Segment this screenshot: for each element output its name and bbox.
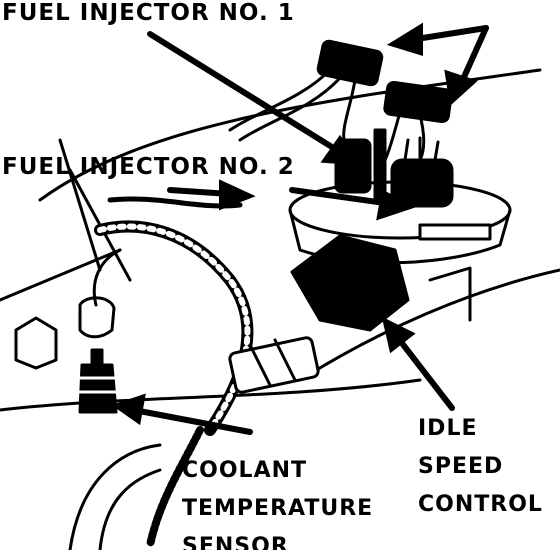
injector-wire [228,68,332,132]
wire-harness [146,426,204,549]
idle-speed-control-body [428,266,472,322]
fuel-injector-2-label: FUEL INJECTOR NO. 2 [2,154,295,180]
engine-body-line [58,138,102,272]
coolant-sensor-body [78,376,118,394]
lower-hose [68,443,162,550]
idle-speed-control-line-3: CONTROL [418,492,543,517]
coolant-sensor-wire [92,248,122,307]
arrow-injector-1-shaft [147,31,343,155]
coolant-sensor-connector [78,296,116,339]
arrow-top-right-head-b [444,69,478,106]
arrow-isc-shaft [395,335,455,411]
arrow-top-right-head-a [386,22,423,57]
harness-connector [248,338,297,387]
injector-wire [383,110,402,162]
engine-body-line [0,378,422,412]
coolant-temperature-sensor-line-3: SENSOR [182,534,289,550]
arrow-cts-head [111,393,146,426]
idle-speed-control-bracket [418,223,492,241]
fuel-injector-1-body [373,128,387,202]
idle-speed-control-body [290,234,410,332]
coolant-temperature-sensor-line-1: COOLANT [182,458,308,483]
coolant-sensor-body [90,348,104,367]
lower-hose [98,468,162,550]
fuel-injector-2-body [390,158,454,208]
fuel-injector-2-body [403,136,440,162]
arrow-injector-2-shaft [289,187,395,207]
arrow-injector-1-head [320,134,363,166]
arrow-injector-2-head [376,189,419,221]
coolant-temperature-sensor-label: COOLANT TEMPERATURE SENSOR [182,452,373,550]
idle-speed-control-line-1: IDLE [418,416,478,441]
coolant-sensor-body [78,363,118,414]
engine-body-line [298,268,560,382]
top-connector-2 [383,80,453,124]
injector-wire [238,76,342,142]
arrow-cts-shaft [131,407,253,435]
idle-speed-control-label: IDLE SPEED CONTROL [418,410,543,524]
intake-surface-line [0,248,122,302]
arrow-injector-2-head-b [219,179,256,211]
injector-wire [418,113,426,162]
coolant-temperature-sensor-line-2: TEMPERATURE [182,496,374,521]
idle-speed-control-line-2: SPEED [418,454,504,479]
top-connector-1 [316,39,384,87]
injector-wire [342,78,357,147]
left-plug [14,316,58,370]
fuel-injector-1-label: FUEL INJECTOR NO. 1 [2,0,295,26]
arrow-isc-head [381,316,416,354]
